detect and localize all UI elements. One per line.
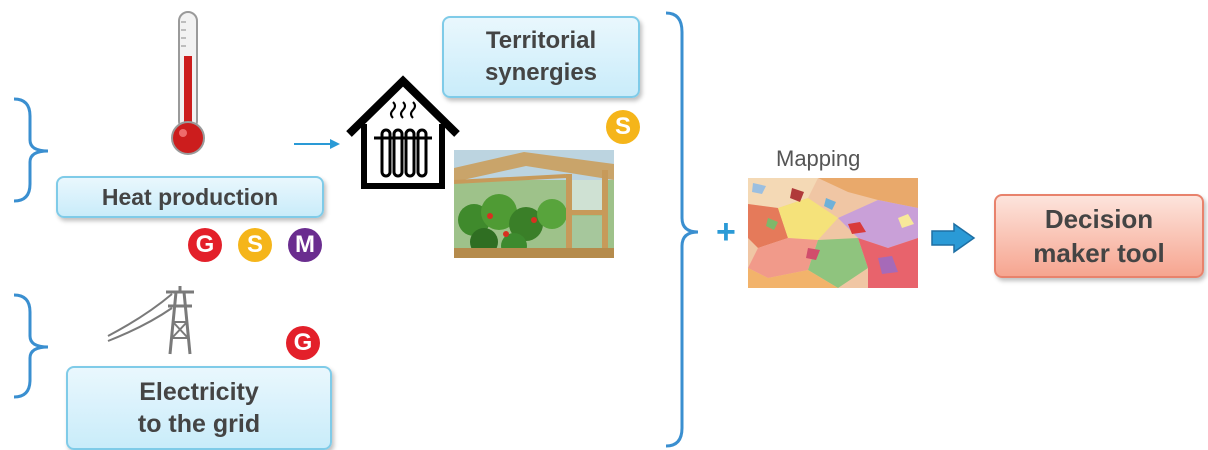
heat-production-label: Heat production xyxy=(101,183,279,210)
badge-s-heat: S xyxy=(238,228,272,262)
badge-s-territorial: S xyxy=(606,110,640,144)
badge-g-heat: G xyxy=(188,228,222,262)
plus-sign: + xyxy=(716,213,736,251)
territorial-line2: synergies xyxy=(484,59,598,86)
decision-line1: Decision xyxy=(1044,204,1154,234)
greenhouse-image xyxy=(454,150,614,258)
electricity-box: Electricity to the grid xyxy=(66,366,332,450)
main-bracket xyxy=(665,11,699,448)
electricity-line2: to the grid xyxy=(137,410,261,438)
territorial-synergies-box: Territorial synergies xyxy=(442,16,640,98)
decision-maker-box: Decision maker tool xyxy=(994,194,1204,278)
decision-line2: maker tool xyxy=(1033,238,1165,268)
power-pylon-icon xyxy=(107,286,194,355)
thermometer-icon xyxy=(171,11,205,155)
heated-house-icon xyxy=(346,75,460,189)
territorial-line1: Territorial xyxy=(485,27,597,54)
badge-m-heat: M xyxy=(288,228,322,262)
electricity-bracket xyxy=(13,293,49,399)
heat-to-house-arrow xyxy=(294,139,340,149)
electricity-line1: Electricity xyxy=(139,378,259,406)
geologic-map-image xyxy=(748,178,918,288)
heat-bracket xyxy=(13,97,49,203)
heat-production-box: Heat production xyxy=(56,176,324,218)
badge-g-electricity: G xyxy=(286,326,320,360)
map-to-decision-arrow xyxy=(931,222,976,254)
mapping-label: Mapping xyxy=(776,146,861,171)
